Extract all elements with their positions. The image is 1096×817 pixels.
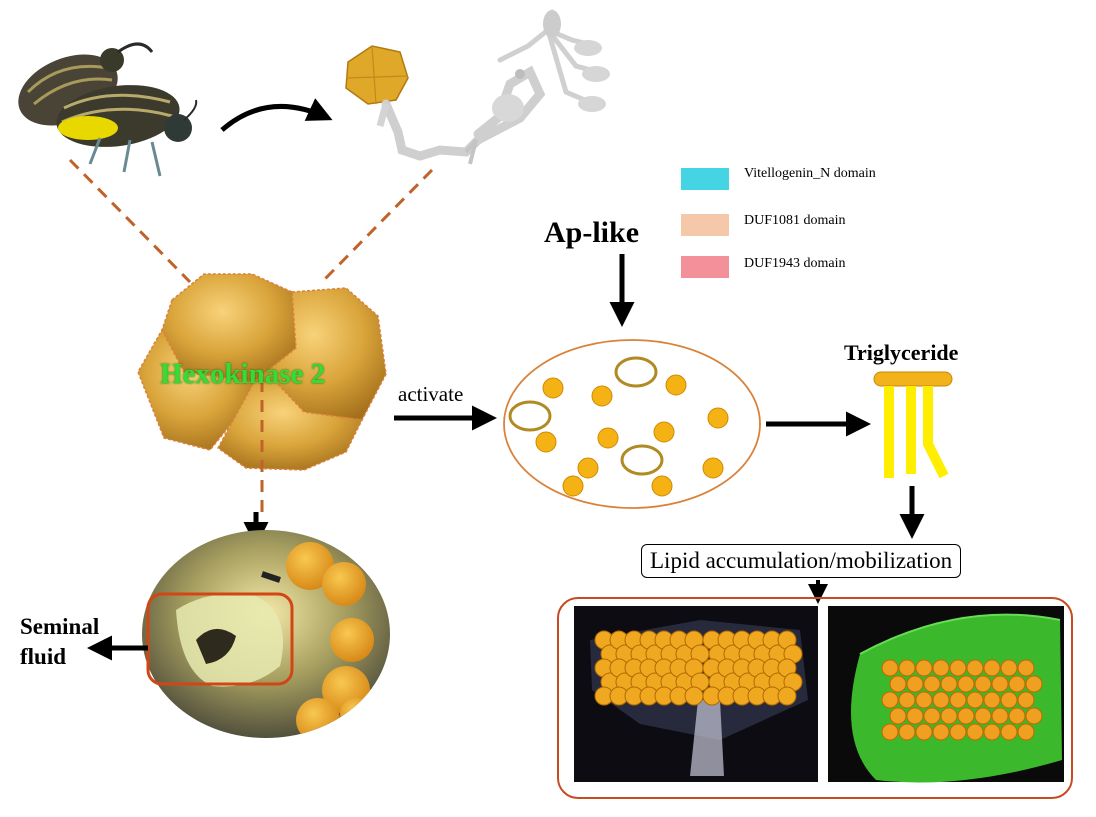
lipid-droplet [562,475,584,497]
egg [957,675,975,693]
egg [1000,691,1018,709]
seminal-label-line1: Seminal [20,614,100,639]
egg [983,723,1001,741]
legend-swatch-duf1081 [681,214,729,236]
egg [940,675,958,693]
lipid-droplet [577,457,599,479]
egg [966,723,984,741]
vesicle [620,444,664,476]
egg [1017,691,1035,709]
activate-label: activate [398,382,464,406]
egg [1025,675,1043,693]
egg [991,675,1009,693]
ap-like-label: Ap-like [544,216,640,249]
egg [1025,707,1043,725]
egg [949,723,967,741]
ovaries-eggs [594,630,803,706]
egg [957,707,975,725]
egg [983,691,1001,709]
egg [906,675,924,693]
egg [881,723,899,741]
egg [889,707,907,725]
seminal-label-line2: fluid [20,644,67,669]
triglyceride-molecule [873,371,953,479]
dashed-connector-left [68,158,192,284]
vesicle [614,356,658,388]
hexokinase-2-label: Hexokinase 2 [160,358,326,390]
lipid-droplet [542,377,564,399]
egg [898,691,916,709]
legend-swatch-duf1943 [681,256,729,278]
legend-label-vitellogenin: Vitellogenin_N domain [744,166,876,181]
egg [1017,659,1035,677]
egg [949,691,967,709]
legend-label-duf1081: DUF1081 domain [744,213,846,228]
seminal-fluid-label: Seminal fluid [20,612,99,672]
curved-arrow [220,98,333,132]
egg [881,659,899,677]
lipid-droplet [535,431,557,453]
ovary-photo [142,530,390,738]
dashed-connector-right [320,168,434,284]
lipid-droplet [591,385,613,407]
egg [1017,723,1035,741]
fat-body-cell [503,339,761,509]
egg [777,686,797,706]
vesicle [508,400,552,432]
lipid-droplet [597,427,619,449]
lipid-accumulation-box: Lipid accumulation/mobilization [641,544,962,578]
egg [1000,723,1018,741]
egg [915,691,933,709]
egg [881,691,899,709]
egg [966,691,984,709]
egg [915,723,933,741]
egg-photos-frame [557,597,1073,799]
egg-cluster [881,659,1043,741]
egg [932,723,950,741]
egg [932,659,950,677]
egg [974,707,992,725]
legend-label-duf1943: DUF1943 domain [744,256,846,271]
egg [940,707,958,725]
egg [949,659,967,677]
egg [1000,659,1018,677]
legend-swatch-vitellogenin [681,168,729,190]
egg [923,675,941,693]
egg [915,659,933,677]
egg [966,659,984,677]
lipid-droplet [707,407,729,429]
egg [983,659,1001,677]
accessory-gland-cell-cluster [137,273,387,471]
egg [991,707,1009,725]
egg [1008,675,1026,693]
egg [898,723,916,741]
lipid-droplet [702,457,724,479]
lipid-droplet [665,374,687,396]
egg [932,691,950,709]
egg [684,686,704,706]
lipid-droplet [653,421,675,443]
lipid-droplet [651,475,673,497]
egg [923,707,941,725]
egg [906,707,924,725]
egg [898,659,916,677]
seminal-fluid-highlight-box [146,592,294,686]
egg [889,675,907,693]
reproductive-system-illustration [345,9,610,165]
mating-beetles-illustration [18,42,198,177]
triglyceride-label: Triglyceride [844,340,959,365]
egg [1008,707,1026,725]
egg [974,675,992,693]
